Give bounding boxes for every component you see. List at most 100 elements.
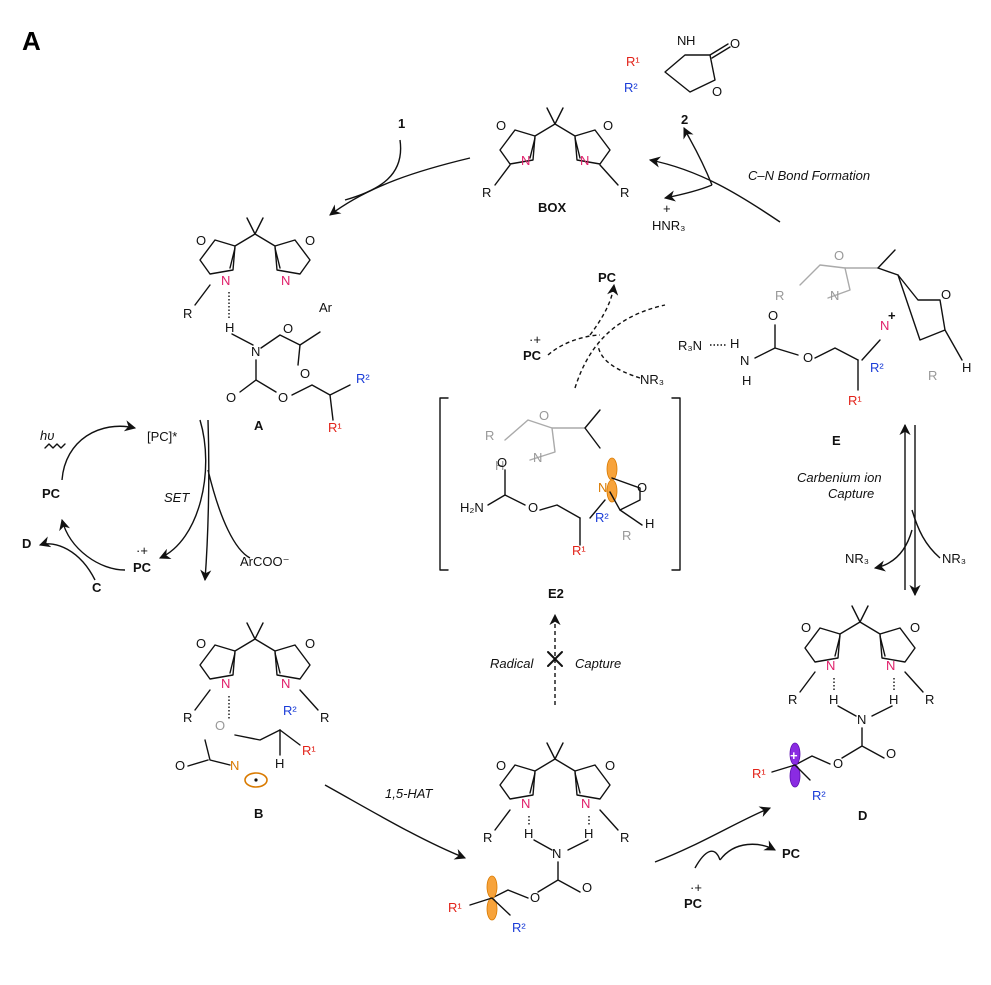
svg-text:N: N xyxy=(221,273,230,288)
intermediate-a: O O N N R Ar H N O O O O R² R¹ xyxy=(183,217,370,435)
svg-text:O: O xyxy=(496,118,506,133)
pc-radcat-mark-center: ·+ xyxy=(529,332,541,347)
svg-text:O: O xyxy=(196,636,206,651)
svg-text:R₃N: R₃N xyxy=(678,338,702,353)
svg-text:R: R xyxy=(485,428,494,443)
svg-text:O: O xyxy=(886,746,896,761)
svg-text:R²: R² xyxy=(595,510,609,525)
svg-text:O: O xyxy=(528,500,538,515)
svg-text:O: O xyxy=(539,408,549,423)
svg-text:R²: R² xyxy=(624,80,638,95)
svg-text:O: O xyxy=(196,233,206,248)
svg-text:N: N xyxy=(521,153,530,168)
svg-text:H: H xyxy=(742,373,751,388)
svg-text:N: N xyxy=(580,153,589,168)
svg-text:O: O xyxy=(496,758,506,773)
svg-text:N: N xyxy=(521,796,530,811)
intermediate-d: O O N N R R H H N O O + R¹ R² xyxy=(752,605,934,803)
intermediate-e-label: E xyxy=(832,433,841,448)
pc-radcat-center: PC xyxy=(523,348,542,363)
svg-text:H: H xyxy=(962,360,971,375)
svg-text:N: N xyxy=(677,33,686,48)
svg-text:O: O xyxy=(834,248,844,263)
svg-text:N: N xyxy=(830,288,839,303)
svg-text:O: O xyxy=(605,758,615,773)
svg-text:O: O xyxy=(803,350,813,365)
svg-text:N: N xyxy=(230,758,239,773)
pc-bottom-right: PC xyxy=(782,846,801,861)
svg-text:H: H xyxy=(275,756,284,771)
svg-text:O: O xyxy=(941,287,951,302)
svg-text:H: H xyxy=(584,826,593,841)
svg-text:R²: R² xyxy=(512,920,526,935)
product-2-label: 2 xyxy=(681,112,688,127)
svg-text:O: O xyxy=(278,390,288,405)
svg-text:R: R xyxy=(482,185,491,200)
svg-text:O: O xyxy=(530,890,540,905)
box-label: BOX xyxy=(538,200,567,215)
svg-text:+: + xyxy=(888,308,896,323)
svg-text:N: N xyxy=(598,480,607,495)
intermediate-b-label: B xyxy=(254,806,263,821)
svg-text:O: O xyxy=(175,758,185,773)
svg-text:O: O xyxy=(730,36,740,51)
svg-text:N: N xyxy=(740,353,749,368)
svg-text:R: R xyxy=(183,306,192,321)
svg-text:R: R xyxy=(620,185,629,200)
svg-text:O: O xyxy=(801,620,811,635)
svg-text:H: H xyxy=(645,516,654,531)
svg-text:R²: R² xyxy=(356,371,370,386)
svg-text:N: N xyxy=(221,676,230,691)
svg-text:R¹: R¹ xyxy=(848,393,862,408)
box-ligand: O O N N R R xyxy=(482,107,629,200)
svg-text:R: R xyxy=(928,368,937,383)
capture-label: Capture xyxy=(575,656,621,671)
svg-text:R: R xyxy=(925,692,934,707)
nr3-left: NR₃ xyxy=(845,551,869,566)
intermediate-e2: O N R H O N H R R² R¹ O O H₂N xyxy=(439,397,681,571)
svg-text:Ar: Ar xyxy=(319,300,333,315)
carbenium-label-2: Capture xyxy=(828,486,874,501)
svg-text:R: R xyxy=(622,528,631,543)
hv-label: hυ xyxy=(40,428,54,443)
intermediate-radical: O O N N R R H H N O O R¹ R² xyxy=(448,742,629,935)
blocked-mark xyxy=(547,651,563,667)
svg-text:O: O xyxy=(833,756,843,771)
svg-text:O: O xyxy=(226,390,236,405)
nr3-center: NR₃ xyxy=(640,372,664,387)
svg-text:H: H xyxy=(889,692,898,707)
pc-excited-label: [PC]* xyxy=(147,429,177,444)
cn-bond-label: C–N Bond Formation xyxy=(748,168,870,183)
svg-text:N: N xyxy=(552,846,561,861)
svg-text:O: O xyxy=(712,84,722,99)
svg-text:N: N xyxy=(886,658,895,673)
svg-text:N: N xyxy=(281,676,290,691)
intermediate-d-label: D xyxy=(858,808,867,823)
svg-text:R: R xyxy=(775,288,784,303)
pc-radcat-mark-left: ·+ xyxy=(136,543,148,558)
intermediate-a-label: A xyxy=(254,418,264,433)
hat-label: 1,5-HAT xyxy=(385,786,433,801)
svg-text:R¹: R¹ xyxy=(302,743,316,758)
svg-text:H: H xyxy=(524,826,533,841)
reagent-1-label: 1 xyxy=(398,116,405,131)
svg-text:H₂N: H₂N xyxy=(460,500,484,515)
c-small-label: C xyxy=(92,580,102,595)
svg-text:R: R xyxy=(183,710,192,725)
svg-text:R²: R² xyxy=(283,703,297,718)
panel-label: A xyxy=(22,26,41,56)
pc-radcat-mark-bottom: ·+ xyxy=(690,880,702,895)
svg-text:N: N xyxy=(880,318,889,333)
photocatalytic-cycle xyxy=(38,419,207,581)
svg-text:R: R xyxy=(620,830,629,845)
svg-text:H: H xyxy=(730,336,739,351)
svg-text:R: R xyxy=(483,830,492,845)
svg-text:R¹: R¹ xyxy=(752,766,766,781)
svg-text:N: N xyxy=(533,450,542,465)
svg-text:O: O xyxy=(582,880,592,895)
hnr3-label: HNR₃ xyxy=(652,218,685,233)
svg-text:O: O xyxy=(305,636,315,651)
main-cycle-arrows xyxy=(200,126,941,869)
svg-text:O: O xyxy=(283,321,293,336)
